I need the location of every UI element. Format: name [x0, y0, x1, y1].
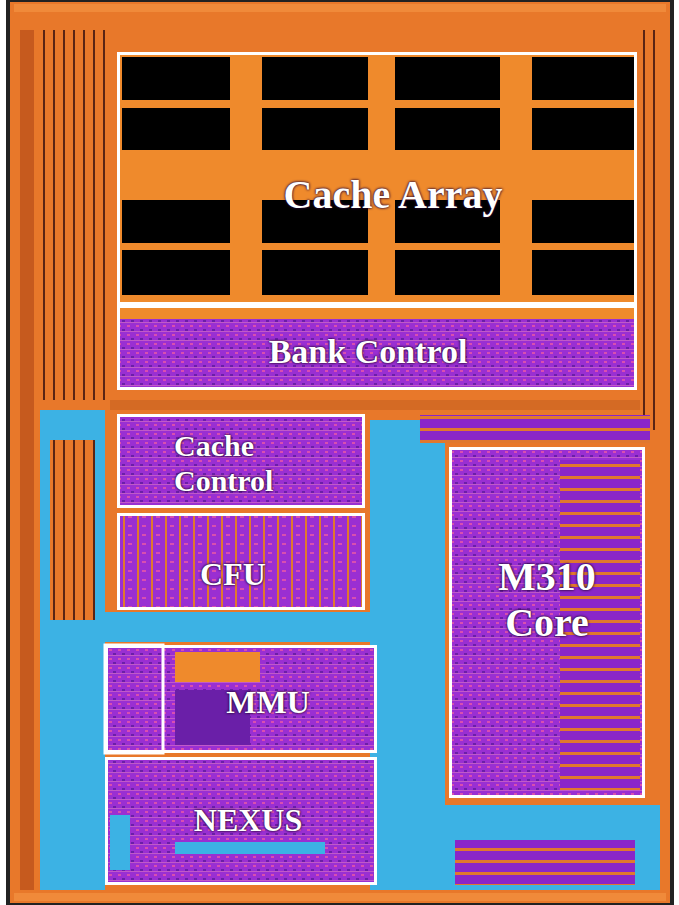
core-logic	[449, 447, 645, 798]
sram-bank	[395, 250, 500, 295]
mmu-array	[175, 652, 260, 682]
sram-bank	[122, 57, 230, 100]
sram-bank	[122, 108, 230, 150]
block-label: Bank Control	[269, 332, 468, 371]
power-ring	[14, 893, 666, 901]
sram-banks	[122, 57, 635, 295]
cache-control-logic	[117, 414, 365, 508]
nexus-logic	[105, 757, 377, 885]
cache-array-ground	[117, 52, 637, 305]
logic-block: NEXUS	[105, 757, 377, 885]
block-label: NEXUS	[194, 802, 302, 839]
logic-block: CFU	[117, 513, 365, 610]
mmu-sub-block	[105, 645, 163, 753]
sram-bank	[122, 200, 230, 243]
routing-channel	[40, 30, 110, 400]
block-label: M310 Core	[462, 554, 632, 646]
routing-channel	[20, 30, 34, 890]
blue-region	[175, 842, 325, 854]
logic-block: MMU	[105, 645, 377, 753]
sram-bank	[395, 108, 500, 150]
bank-control-logic	[117, 305, 637, 390]
blue-region	[40, 410, 105, 890]
routing-channel	[110, 400, 640, 410]
sram-bank	[262, 250, 368, 295]
sram-bank	[532, 200, 635, 243]
sram-bank	[262, 57, 368, 100]
block-label: CFU	[200, 556, 266, 593]
blue-region	[380, 805, 660, 890]
cfu-logic	[117, 513, 365, 610]
block-label: Cache Control	[174, 429, 314, 498]
block-label: Cache Array	[284, 172, 503, 218]
logic-block: Cache Control	[117, 414, 365, 508]
sram-bank	[122, 250, 230, 295]
routing-channel	[640, 30, 662, 430]
logic-block	[420, 415, 650, 443]
logic-block: Bank Control	[117, 305, 637, 390]
routing-channel	[50, 440, 95, 620]
blue-region	[105, 612, 375, 642]
memory-block: Cache Array	[117, 52, 637, 305]
mmu-logic	[105, 645, 377, 753]
sram-bank	[532, 57, 635, 100]
sram-bank	[262, 108, 368, 150]
sram-bank	[532, 108, 635, 150]
block-label: MMU	[226, 684, 310, 721]
power-ring	[14, 4, 666, 12]
blue-region	[110, 815, 130, 870]
sram-bank	[395, 57, 500, 100]
core-block: M310 Core	[449, 447, 645, 798]
die-ground	[8, 0, 672, 905]
sram-bank	[532, 250, 635, 295]
logic-block	[455, 840, 635, 885]
